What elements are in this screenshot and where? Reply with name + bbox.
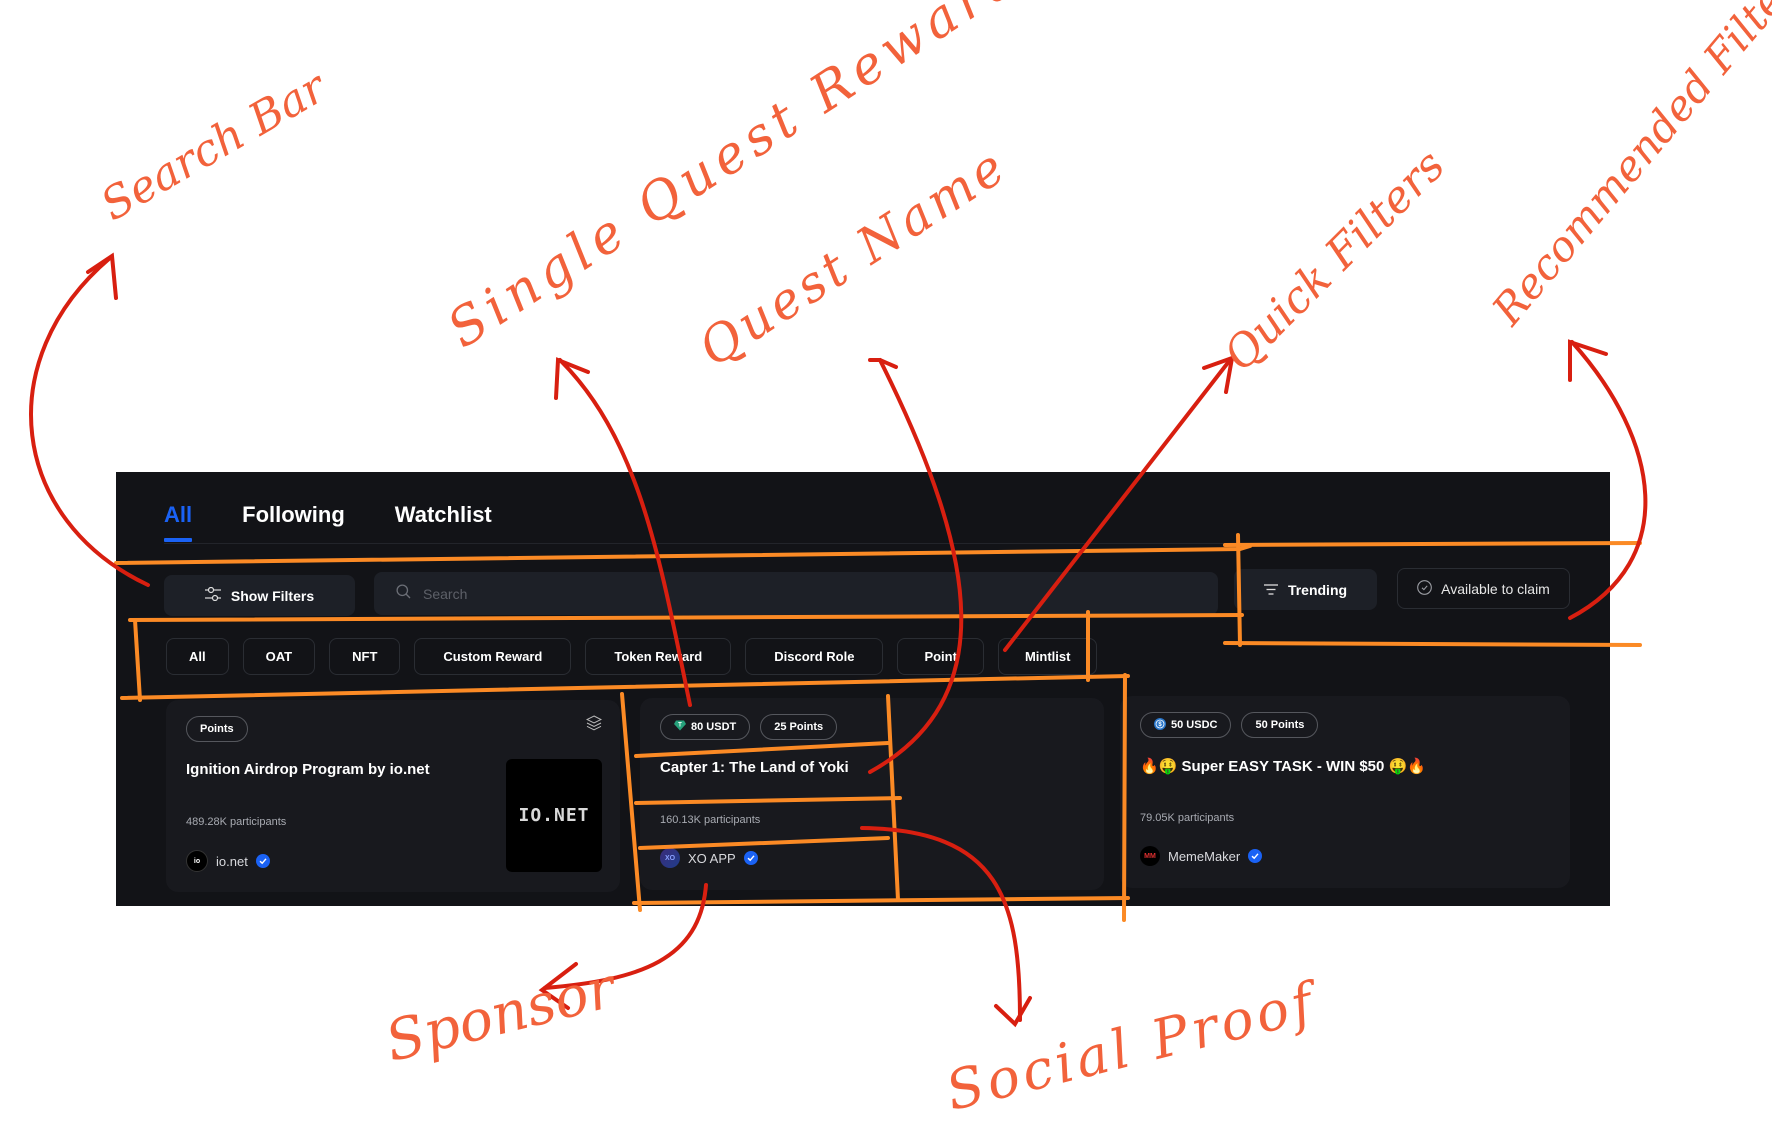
arrowhead xyxy=(1568,339,1608,382)
reward-badge: 50 Points xyxy=(1241,712,1319,738)
quest-title[interactable]: Capter 1: The Land of Yoki xyxy=(660,759,849,776)
sponsor-name: XO APP xyxy=(688,850,736,866)
arrowhead xyxy=(86,252,118,300)
sponsor-logo: io xyxy=(186,850,208,872)
annotation-recommended-filters: Recommended Filters xyxy=(1482,0,1772,334)
sponsor-logo: XO xyxy=(660,848,680,868)
search-icon xyxy=(396,583,411,604)
sponsor-name: io.net xyxy=(216,853,248,869)
search-input[interactable] xyxy=(421,584,1125,603)
filter-chip-custom-reward[interactable]: Custom Reward xyxy=(414,638,572,675)
filter-chip-mintlist[interactable]: Mintlist xyxy=(997,638,1098,675)
arrowhead xyxy=(1202,354,1235,394)
arrowhead xyxy=(868,358,898,369)
tab-bar: All Following Watchlist xyxy=(164,502,492,542)
quest-card[interactable]: T 80 USDT 25 Points Capter 1: The Land o… xyxy=(640,698,1104,890)
sort-icon xyxy=(1263,582,1278,598)
svg-text:$: $ xyxy=(1158,722,1162,728)
tab-all[interactable]: All xyxy=(164,502,193,542)
show-filters-button[interactable]: Show Filters xyxy=(164,575,355,616)
tab-following[interactable]: Following xyxy=(242,502,345,527)
tab-watchlist[interactable]: Watchlist xyxy=(394,502,492,527)
annotation-social-proof: Social Proof xyxy=(939,970,1323,1123)
annotation-search-bar: Search Bar xyxy=(92,61,335,231)
verified-icon xyxy=(743,851,758,865)
quick-filters: All OAT NFT Custom Reward Token Reward D… xyxy=(166,638,1098,675)
quest-card[interactable]: Points Ignition Airdrop Program by io.ne… xyxy=(166,700,620,892)
quest-cover-image: IO.NET xyxy=(506,759,602,872)
arrowhead xyxy=(994,996,1032,1028)
sponsor-logo: MM xyxy=(1140,846,1160,866)
quest-title[interactable]: 🔥🤑 Super EASY TASK - WIN $50 🤑🔥 xyxy=(1140,758,1426,775)
reward-badge: 25 Points xyxy=(760,714,838,740)
reward-badge: Points xyxy=(186,716,248,742)
verified-icon xyxy=(1248,849,1263,863)
usdt-icon: T xyxy=(674,720,686,734)
filter-chip-all[interactable]: All xyxy=(166,638,229,675)
sponsor-name: MemeMaker xyxy=(1168,848,1241,864)
usdc-icon: $ xyxy=(1154,717,1166,733)
search-bar[interactable] xyxy=(374,572,1218,615)
layers-icon xyxy=(585,715,603,736)
svg-text:T: T xyxy=(678,723,682,729)
filter-chip-oat[interactable]: OAT xyxy=(242,638,316,675)
participants-count: 489.28K participants xyxy=(186,816,287,828)
show-filters-label: Show Filters xyxy=(230,587,315,604)
annotation-sponsor: Sponsor xyxy=(379,955,622,1075)
arrowhead xyxy=(554,357,590,400)
verified-icon xyxy=(255,854,270,868)
sort-trending-button[interactable]: Trending xyxy=(1234,569,1377,610)
sliders-icon xyxy=(204,586,221,604)
reward-badge: $ 50 USDC xyxy=(1140,712,1232,738)
sponsor[interactable]: MM MemeMaker xyxy=(1140,846,1263,866)
sponsor[interactable]: XO XO APP xyxy=(660,848,758,868)
reward-badge: T 80 USDT xyxy=(660,714,751,740)
check-circle-icon xyxy=(1417,579,1433,598)
quest-card[interactable]: $ 50 USDC 50 Points 🔥🤑 Super EASY TASK -… xyxy=(1120,696,1570,888)
quests-panel: All Following Watchlist Show Filters Tre… xyxy=(116,472,1610,906)
available-label: Available to claim xyxy=(1441,580,1550,597)
reward-badges: T 80 USDT 25 Points xyxy=(660,714,838,740)
filter-chip-point[interactable]: Point xyxy=(897,638,984,675)
participants-count: 160.13K participants xyxy=(660,814,761,826)
available-to-claim-toggle[interactable]: Available to claim xyxy=(1397,568,1570,609)
reward-badges: Points xyxy=(186,716,248,742)
sponsor[interactable]: io io.net xyxy=(186,850,270,872)
filter-chip-token-reward[interactable]: Token Reward xyxy=(585,638,732,675)
filter-chip-discord-role[interactable]: Discord Role xyxy=(745,638,884,675)
reward-badges: $ 50 USDC 50 Points xyxy=(1140,712,1319,738)
participants-count: 79.05K participants xyxy=(1140,812,1235,824)
annotation-quick-filters: Quick Filters xyxy=(1213,140,1455,381)
tab-divider xyxy=(164,543,1560,544)
quest-title[interactable]: Ignition Airdrop Program by io.net xyxy=(186,761,430,778)
filter-chip-nft[interactable]: NFT xyxy=(329,638,401,675)
sort-label: Trending xyxy=(1287,581,1348,598)
